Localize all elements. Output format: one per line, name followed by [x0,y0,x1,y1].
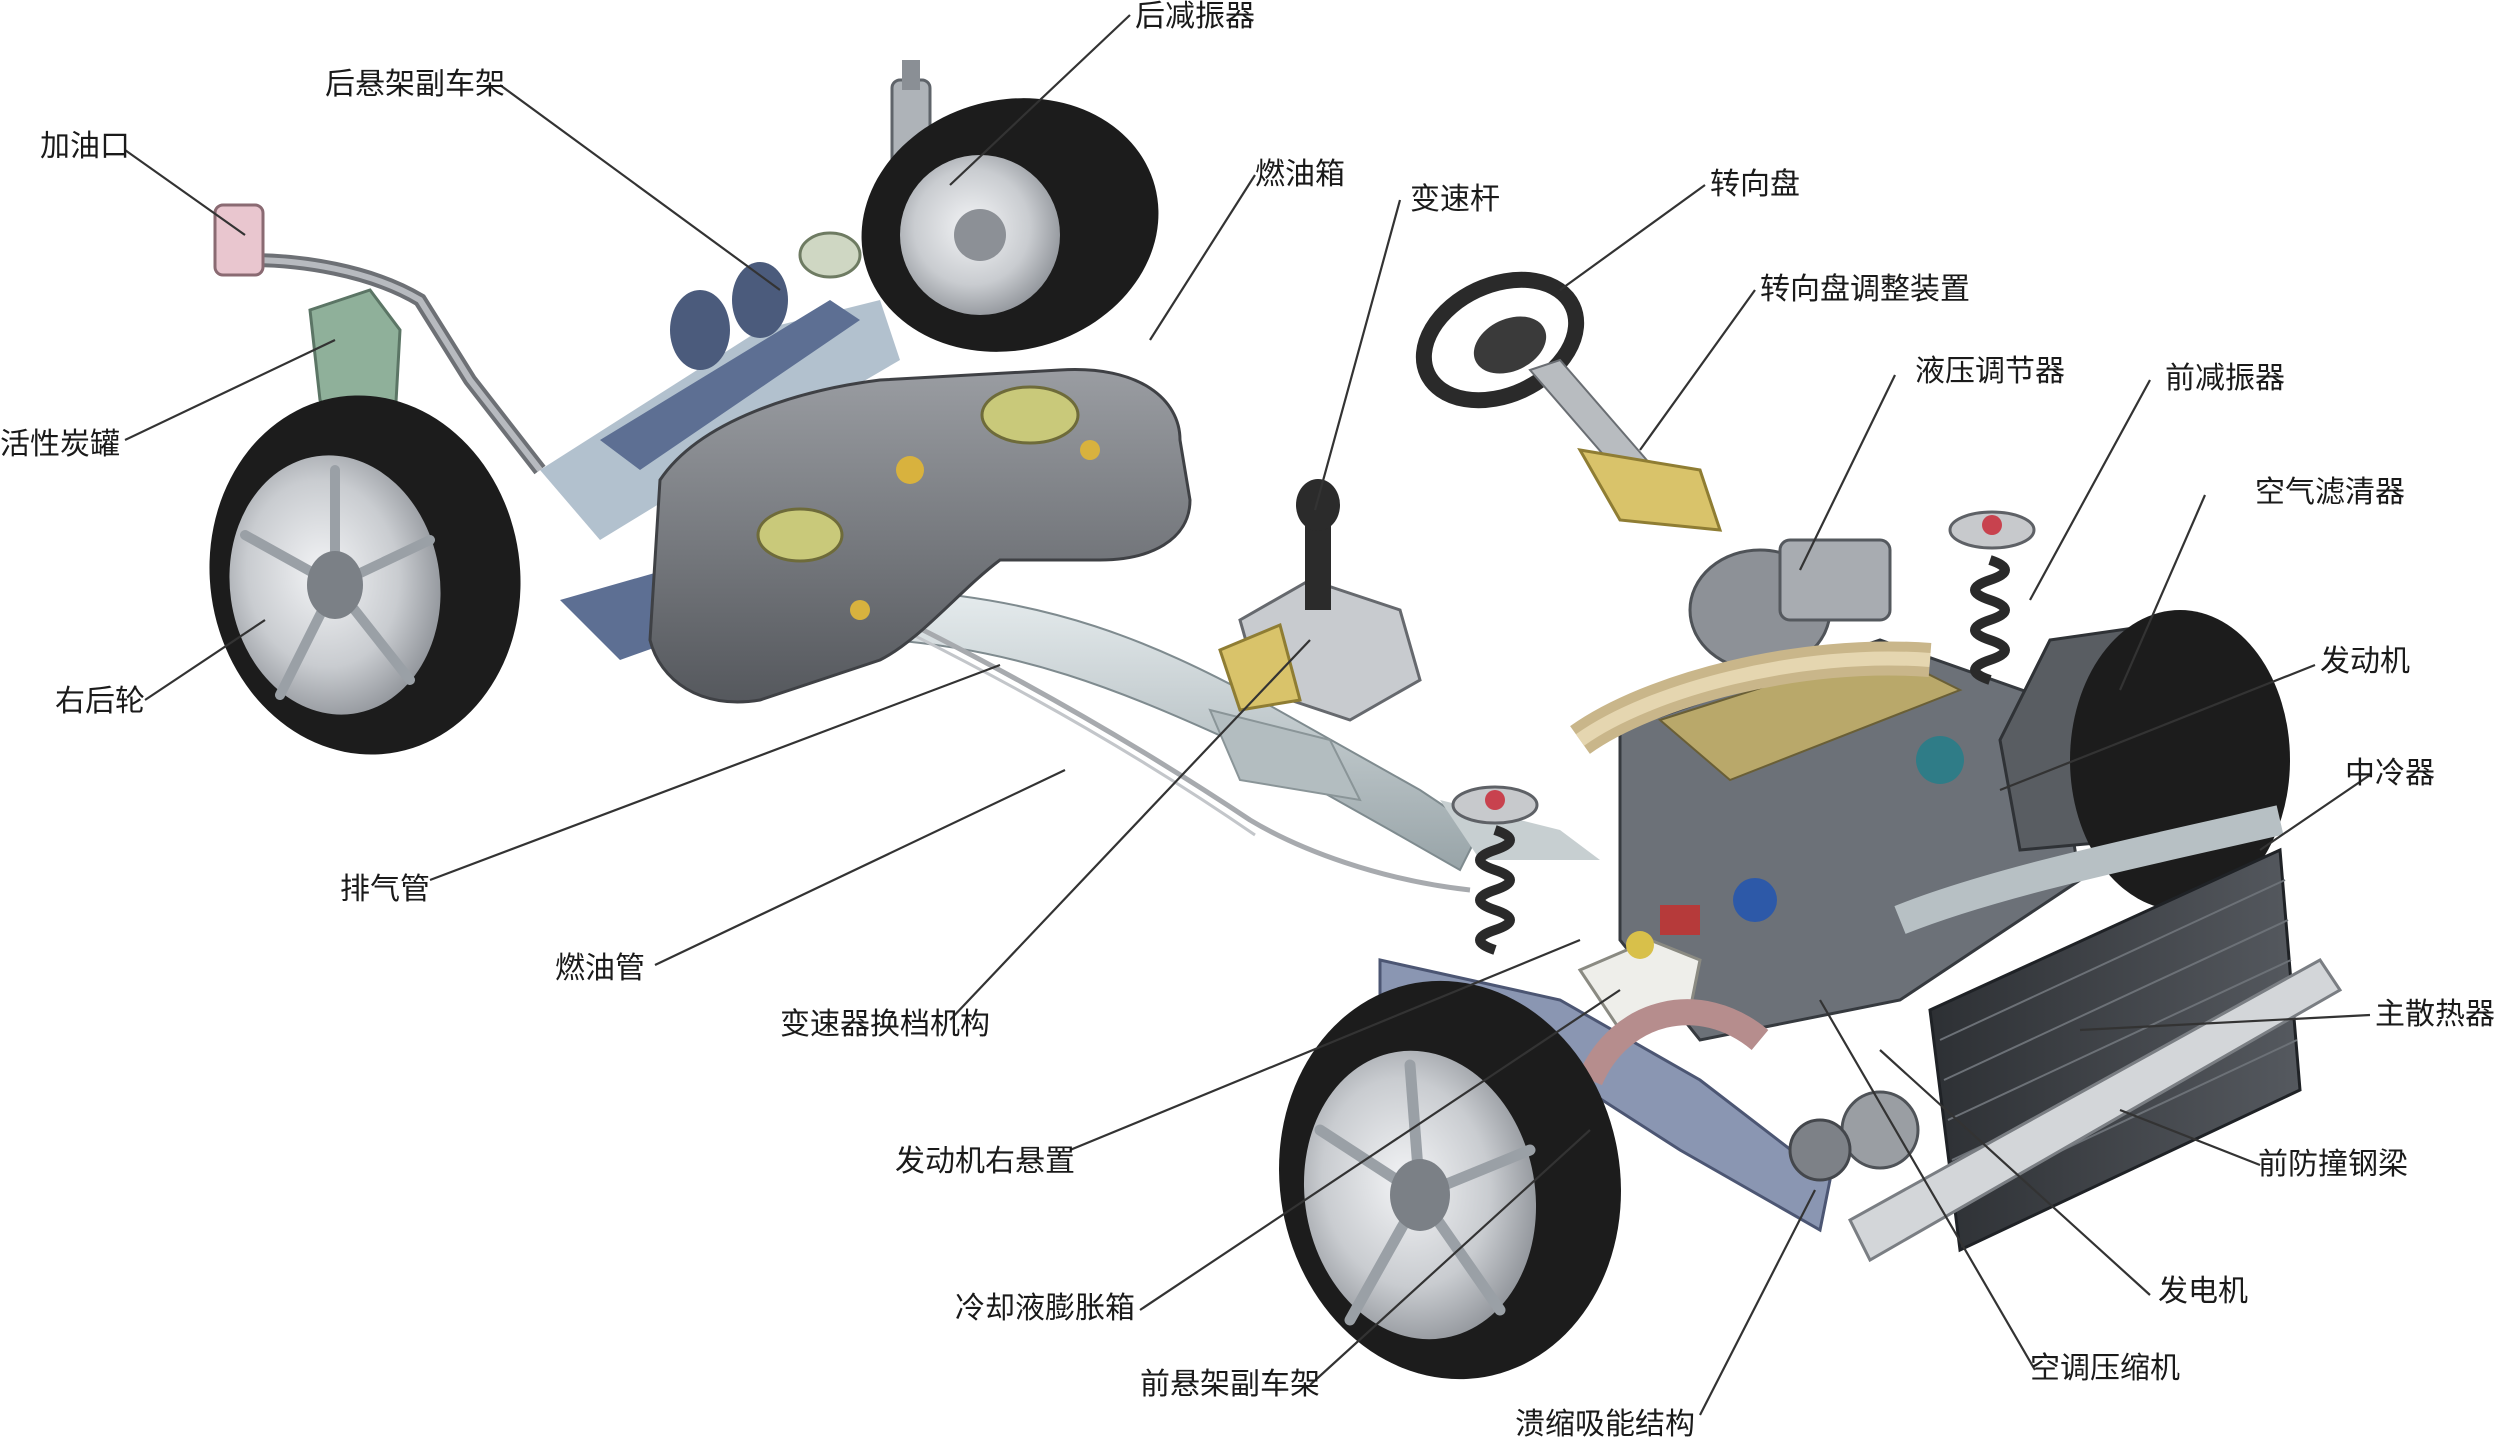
booster-shape [1688,538,1892,672]
label-rear-shock: 后减振器 [1135,0,1255,34]
label-air-filter: 空气滤清器 [2255,475,2405,510]
label-rear-subframe: 后悬架副车架 [325,67,505,102]
label-fuel-line: 燃油管 [555,951,645,986]
label-shift-mechanism: 变速器换档机构 [780,1007,990,1042]
engine-shape [1570,638,2082,1042]
label-steering-adjust: 转向盘调整装置 [1760,272,1970,307]
label-engine-mount: 发动机右悬置 [895,1144,1075,1179]
label-front-shock: 前减振器 [2165,361,2285,396]
front-shock-shape [1451,510,2036,955]
label-fuel-tank: 燃油箱 [1255,157,1345,192]
fuel-tank-shape [648,368,1192,704]
label-fuel-filler: 加油口 [40,129,130,164]
leader-lines [124,14,2371,1416]
label-alternator: 发电机 [2158,1274,2248,1309]
label-hydraulic-regulator: 液压调节器 [1915,354,2065,389]
label-radiator: 主散热器 [2375,997,2494,1032]
front-left-wheel-shape [1279,980,1621,1380]
label-rear-right-wheel: 右后轮 [55,684,145,719]
intercooler-pipe-shape [1894,805,2284,934]
ac-compressor-shape [1788,1118,1852,1182]
label-front-bumper-beam: 前防撞钢梁 [2258,1147,2408,1182]
label-intercooler: 中冷器 [2345,756,2435,791]
label-gear-lever: 变速杆 [1410,182,1500,217]
gear-shift-shape [1218,479,1422,722]
front-bumper-beam-shape [1848,958,2343,1263]
steering-shape [1415,271,1723,532]
label-crumple-structure: 溃缩吸能结构 [1515,1407,1695,1442]
label-steering-wheel: 转向盘 [1710,167,1800,202]
label-engine: 发动机 [2320,644,2410,679]
rear-top-wheel-shape [861,98,1159,352]
label-exhaust-pipe: 排气管 [340,872,430,907]
label-ac-compressor: 空调压缩机 [2030,1351,2180,1386]
label-charcoal-canister: 活性炭罐 [0,427,120,462]
rear-right-wheel-shape [209,395,521,755]
label-coolant-tank: 冷却液膨胀箱 [955,1291,1135,1326]
label-front-subframe: 前悬架副车架 [1140,1367,1320,1402]
